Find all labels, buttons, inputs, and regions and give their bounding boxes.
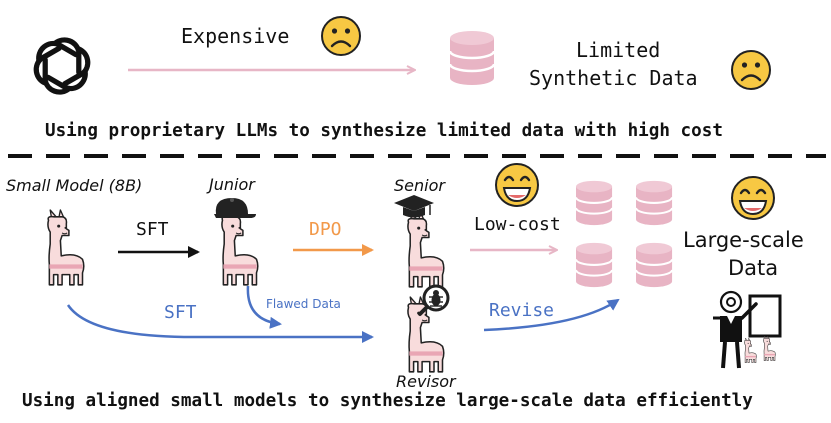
large-scale-label: Large-scale [683, 228, 804, 252]
junior-label: Junior [209, 175, 255, 194]
database-icon [574, 241, 614, 289]
data-label: Data [728, 256, 779, 280]
bottom-caption: Using aligned small models to synthesize… [22, 391, 753, 411]
limited-label: Limited [576, 38, 661, 62]
small-model-label: Small Model (8B) [6, 176, 143, 195]
sft-lower-label: SFT [164, 302, 197, 323]
llama-icon [763, 335, 776, 361]
database-icon [448, 29, 496, 87]
happy-face-icon [730, 175, 776, 221]
database-icon [634, 241, 674, 289]
dpo-label: DPO [309, 219, 342, 240]
revise-arrow [483, 298, 620, 332]
top-caption: Using proprietary LLMs to synthesize lim… [45, 121, 723, 141]
sad-face-icon [320, 15, 362, 57]
flawed-data-arrow [246, 285, 282, 329]
database-icon [574, 179, 614, 227]
sft-label: SFT [136, 219, 169, 240]
llama-icon [744, 337, 757, 363]
happy-face-icon [494, 162, 540, 208]
revise-label: Revise [489, 300, 555, 321]
sft-lower-arrow [66, 304, 374, 343]
sad-face-icon [730, 49, 772, 91]
llama-icon [407, 211, 445, 288]
bug-magnifier-icon [418, 284, 450, 316]
senior-label: Senior [394, 176, 445, 195]
llama-icon [47, 209, 85, 286]
cap-icon [214, 198, 256, 218]
flawed-data-label: Flawed Data [266, 297, 341, 311]
low-cost-label: Low-cost [474, 214, 561, 235]
llama-icon [221, 209, 259, 286]
openai-logo-icon [31, 38, 93, 93]
database-icon [634, 179, 674, 227]
teacher-icon [713, 290, 782, 369]
expensive-label: Expensive [181, 24, 290, 48]
revisor-label: Revisor [396, 372, 456, 391]
graduation-cap-icon [394, 195, 434, 218]
synthetic-data-label: Synthetic Data [529, 66, 698, 90]
